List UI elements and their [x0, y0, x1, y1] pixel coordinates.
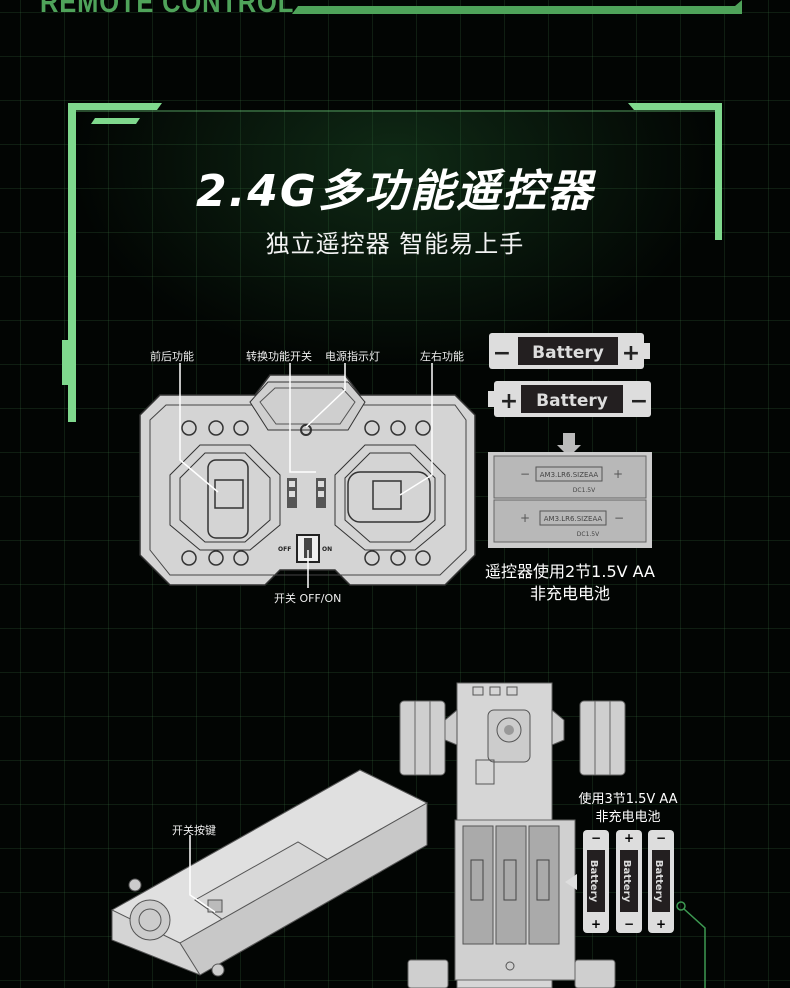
svg-text:ON: ON — [322, 546, 332, 553]
label-power-light: 电源指示灯 — [325, 350, 380, 363]
svg-text:−: − — [520, 467, 530, 481]
svg-text:+: + — [500, 389, 518, 414]
header-bar — [292, 0, 742, 14]
svg-text:DC1.5V: DC1.5V — [577, 531, 600, 538]
circuit-line — [676, 901, 706, 988]
vehicle-battery-caption-1: 使用3节1.5V AA — [578, 792, 678, 807]
battery-2: Battery + − — [488, 381, 651, 417]
vehicle-diagram: − + Battery + − Battery − + Battery — [110, 682, 706, 988]
svg-text:Battery: Battery — [621, 860, 632, 903]
svg-text:+: + — [520, 511, 530, 525]
remote-battery-caption-1: 遥控器使用2节1.5V AA — [485, 562, 655, 581]
svg-text:−: − — [614, 511, 624, 525]
decorative-frame — [62, 0, 742, 422]
svg-text:AM3.LR6.SIZEAA: AM3.LR6.SIZEAA — [544, 515, 603, 523]
label-left-right: 左右功能 — [420, 350, 464, 363]
battery-1: Battery − + — [489, 333, 650, 369]
chassis-top-view — [444, 682, 576, 988]
arrow-down-icon — [557, 433, 581, 457]
left-joystick — [169, 444, 281, 551]
remote-controller: OFF ON — [139, 363, 476, 588]
isometric-body — [110, 769, 429, 977]
wheels — [399, 700, 626, 988]
svg-text:+: + — [591, 917, 601, 931]
remote-battery-caption-2: 非充电电池 — [529, 584, 610, 603]
label-forward-back: 前后功能 — [150, 350, 194, 363]
vehicle-batteries: − + Battery + − Battery − + Battery — [583, 830, 674, 933]
page-subtitle: 独立遥控器 智能易上手 — [265, 230, 525, 258]
vehicle-battery-caption-2: 非充电电池 — [595, 810, 661, 825]
svg-text:−: − — [493, 341, 511, 366]
callout-lines — [179, 363, 433, 588]
frame-corner-left — [62, 103, 162, 422]
power-indicator-light — [300, 424, 312, 436]
glow — [70, 110, 720, 370]
page-title: 2.4G多功能遥控器 — [195, 166, 595, 217]
svg-text:−: − — [591, 831, 601, 845]
svg-text:−: − — [630, 389, 648, 414]
label-mode-switch: 转换功能开关 — [246, 350, 312, 363]
arrow-left-icon — [565, 874, 577, 890]
brand-heading: REMOTE CONTROL — [40, 0, 295, 19]
svg-text:+: + — [622, 341, 640, 366]
svg-text:Battery: Battery — [588, 860, 599, 903]
right-joystick — [334, 444, 446, 551]
svg-text:Battery: Battery — [536, 391, 608, 411]
svg-text:+: + — [624, 831, 634, 845]
svg-text:AM3.LR6.SIZEAA: AM3.LR6.SIZEAA — [540, 471, 599, 479]
svg-text:−: − — [656, 831, 666, 845]
svg-text:Battery: Battery — [653, 860, 664, 903]
svg-text:OFF: OFF — [278, 546, 291, 553]
svg-text:Battery: Battery — [532, 343, 604, 363]
remote-battery-diagram: Battery − + Battery + − AM3.LR6.SIZEAA A… — [488, 333, 652, 548]
battery-holder: AM3.LR6.SIZEAA AM3.LR6.SIZEAA DC1.5V DC1… — [488, 452, 652, 548]
svg-text:−: − — [624, 917, 634, 931]
label-power-switch: 开关 OFF/ON — [274, 592, 342, 605]
switch-callout-line — [189, 835, 216, 913]
svg-text:DC1.5V: DC1.5V — [573, 487, 596, 494]
svg-text:+: + — [613, 467, 623, 481]
label-switch-button: 开关按键 — [172, 824, 216, 837]
svg-text:+: + — [656, 917, 666, 931]
